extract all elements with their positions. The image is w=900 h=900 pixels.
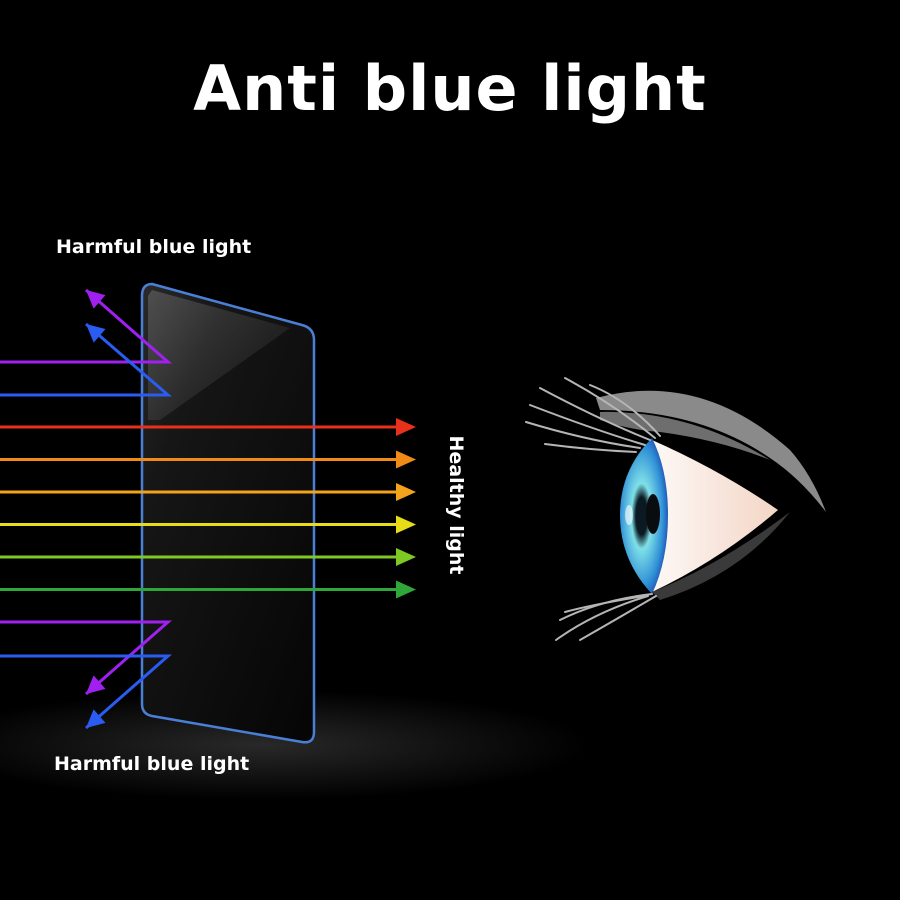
harmful-light-label-top: Harmful blue light bbox=[56, 236, 252, 258]
eye-icon bbox=[525, 377, 826, 641]
ray-reflected-bottom-blue bbox=[0, 654, 172, 730]
ray-reflected-top-blue bbox=[0, 322, 173, 397]
ray-reflected-bottom-violet bbox=[0, 620, 172, 696]
harmful-blue-light-rays bbox=[0, 288, 173, 730]
ray-lime bbox=[0, 548, 416, 566]
ray-green bbox=[0, 580, 416, 599]
healthy-light-rays bbox=[0, 418, 416, 599]
ray-reflected-top-violet bbox=[0, 288, 172, 364]
healthy-light-label: Healthy light bbox=[445, 435, 467, 575]
ray-orange bbox=[0, 450, 416, 469]
lens-panel-icon bbox=[140, 282, 316, 744]
ray-red bbox=[0, 418, 416, 436]
floor-glow bbox=[0, 690, 590, 800]
harmful-light-label-bottom: Harmful blue light bbox=[54, 753, 250, 775]
ray-amber bbox=[0, 483, 416, 501]
page-title: Anti blue light bbox=[193, 52, 707, 125]
ray-yellow bbox=[0, 515, 416, 534]
